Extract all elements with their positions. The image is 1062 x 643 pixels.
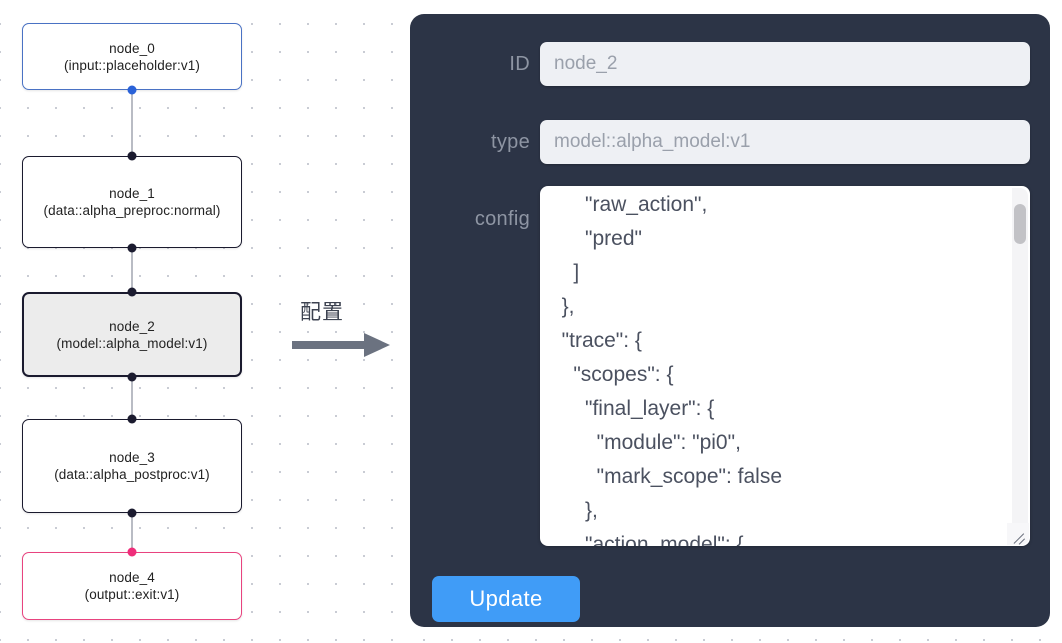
right-arrow-icon [292,333,390,357]
edge-node2-node3 [131,377,133,419]
graph-node-node_2[interactable]: node_2(model::alpha_model:v1) [22,292,242,377]
graph-node-node_1[interactable]: node_1(data::alpha_preproc:normal) [22,156,242,248]
node-handle-source-node_3[interactable] [127,508,137,518]
transition-arrow-group: 配置 [292,296,396,360]
graph-node-node_0[interactable]: node_0(input::placeholder:v1) [22,23,242,90]
config-scrollbar-track[interactable] [1012,188,1028,544]
graph-node-node_4[interactable]: node_4(output::exit:v1) [22,552,242,620]
node-handle-target-node_2[interactable] [127,287,137,297]
edge-node0-node1 [131,90,133,156]
type-input[interactable] [540,120,1030,164]
graph-node-label: node_3(data::alpha_postproc:v1) [54,450,210,482]
config-resize-handle[interactable] [1007,523,1029,545]
graph-node-label: node_2(model::alpha_model:v1) [56,318,208,351]
id-input[interactable] [540,42,1030,86]
node-config-panel: ID type config "raw_action", "pred" ] },… [410,14,1050,627]
id-field-label: ID [509,52,530,75]
edge-node3-node4 [131,513,133,552]
graph-node-label: node_1(data::alpha_preproc:normal) [43,186,221,218]
update-button[interactable]: Update [432,576,580,622]
node-handle-target-node_3[interactable] [127,414,137,424]
transition-label: 配置 [300,300,344,324]
graph-node-label: node_0(input::placeholder:v1) [64,40,200,73]
field-row-id: ID [410,42,1030,86]
edge-node1-node2 [131,248,133,292]
node-handle-target-node_4[interactable] [127,547,137,557]
graph-node-label: node_4(output::exit:v1) [84,570,180,602]
graph-canvas[interactable]: node_0(input::placeholder:v1) node_1(dat… [0,0,400,643]
node-handle-target-node_1[interactable] [127,151,137,161]
node-handle-source-node_0[interactable] [127,85,137,95]
config-textarea[interactable]: "raw_action", "pred" ] }, "trace": { "sc… [540,186,1030,546]
node-handle-source-node_2[interactable] [127,372,137,382]
graph-node-node_3[interactable]: node_3(data::alpha_postproc:v1) [22,419,242,513]
config-field-label: config [474,208,530,230]
config-editor-wrapper: "raw_action", "pred" ] }, "trace": { "sc… [540,186,1030,546]
node-handle-source-node_1[interactable] [127,243,137,253]
config-scrollbar-thumb[interactable] [1014,204,1026,244]
field-row-config: config "raw_action", "pred" ] }, "trace"… [410,186,1030,546]
type-field-label: type [490,130,530,153]
field-row-type: type [410,120,1030,164]
